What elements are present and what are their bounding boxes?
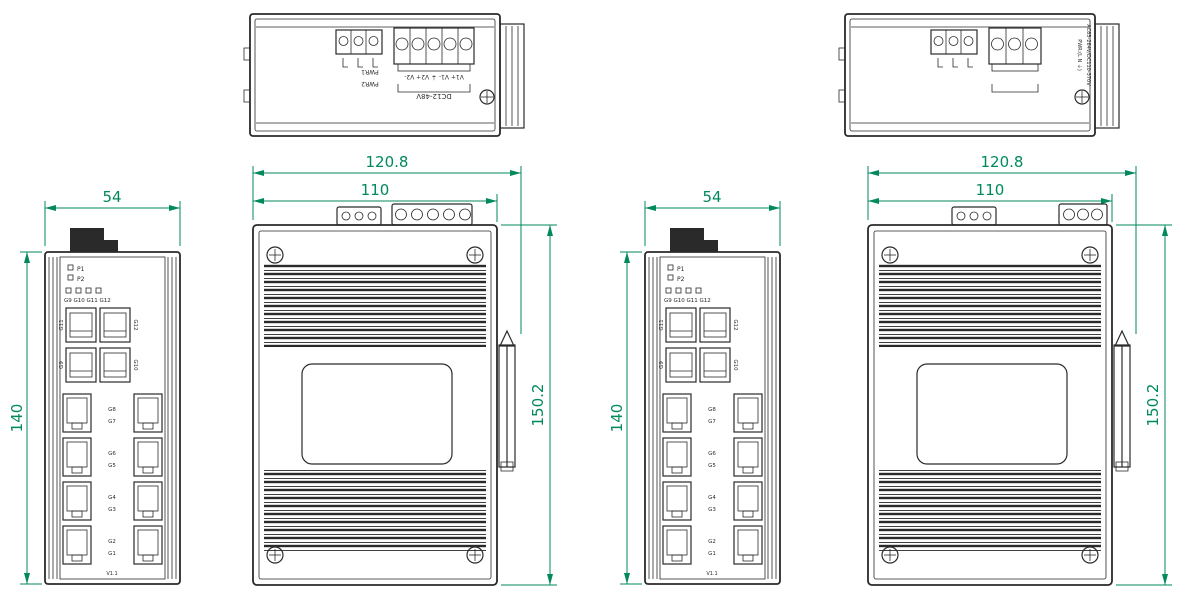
svg-text:140: 140 [8, 404, 26, 433]
side-view: 54 140 P1 P2 G9 G10 G11 G12 [8, 188, 181, 585]
ground-screw [479, 89, 495, 105]
bottom-caption: V1.1 [106, 571, 117, 577]
dim-side-height: 140 [8, 251, 42, 585]
range-bracket [991, 84, 1039, 93]
side-body-outline [44, 251, 181, 585]
front-connectors-ac [951, 203, 1108, 226]
ac-range-label: AC85-264V/DC110-370V [1085, 24, 1091, 86]
sfp-label: G11 [59, 319, 65, 330]
ac-power-terminal [988, 27, 1042, 93]
svg-text:150.2: 150.2 [529, 384, 547, 427]
top-view-ac: PWR:(L N ⏚) AC85-264V/DC110-370V [988, 24, 1091, 93]
svg-text:54: 54 [102, 188, 121, 206]
label-recess [301, 363, 453, 465]
mount-ear [243, 47, 251, 61]
front-connectors-dc [336, 203, 473, 226]
svg-text:110: 110 [361, 181, 390, 199]
side-view-right [608, 188, 780, 584]
sfp-label: G9 [59, 361, 65, 369]
top-view-dc: V1+ V1- ⏚ V2+ V2- DC12-48V PWR1 PWR2 [361, 27, 475, 100]
heatsink-fins-bottom [264, 469, 486, 551]
port-label: G8 [108, 407, 116, 413]
dc-terminal-labels: V1+ V1- ⏚ V2+ V2- [404, 73, 464, 80]
pwr2-label: PWR2 [361, 80, 379, 87]
sfp-ports: G11 G12 G9 G10 [59, 307, 138, 383]
dim-overall-width: 120.8 [252, 153, 522, 334]
din-clip [498, 329, 516, 472]
relay-connector [335, 29, 383, 68]
port-label: G6 [108, 451, 116, 457]
port-label: G2 [108, 539, 116, 545]
top-view-chassis [243, 13, 525, 137]
dim-body-width: 110 [253, 181, 498, 222]
sfp-label: G12 [132, 319, 138, 330]
dc-power-terminal [393, 27, 475, 93]
port-label: G7 [108, 419, 116, 425]
svg-text:120.8: 120.8 [366, 153, 409, 171]
mount-ear [243, 89, 251, 103]
led-p1-label: P1 [77, 266, 85, 273]
port-label: G1 [108, 551, 116, 557]
led-indicators: P1 P2 G9 G10 G11 G12 [64, 264, 111, 304]
range-bracket [397, 84, 471, 93]
dc-range-label: DC12-48V [416, 92, 452, 100]
dim-side-width: 54 [44, 188, 181, 246]
corner-screws [266, 246, 484, 564]
sfp-label: G10 [132, 359, 138, 371]
port-label: G3 [108, 507, 116, 513]
front-view-right [868, 153, 1172, 585]
rj45-ports: G8 G7 G6 G5 G4 G3 [62, 393, 163, 565]
din-rail [499, 23, 525, 129]
ac-power-label: PWR:(L N ⏚) [1076, 39, 1083, 71]
led-p2-label: P2 [77, 276, 85, 283]
pwr1-label: PWR1 [361, 68, 379, 75]
din-clip-tab [70, 228, 104, 252]
top-view-chassis-right [838, 13, 1120, 137]
led-row-label: G9 G10 G11 G12 [64, 298, 111, 304]
dim-front-height: 150.2 [501, 224, 557, 586]
port-label: G4 [108, 495, 116, 501]
side-faceplate [59, 256, 166, 580]
port-label: G5 [108, 463, 116, 469]
wiring-pins [342, 58, 378, 68]
heatsink-fins-top [264, 263, 486, 347]
